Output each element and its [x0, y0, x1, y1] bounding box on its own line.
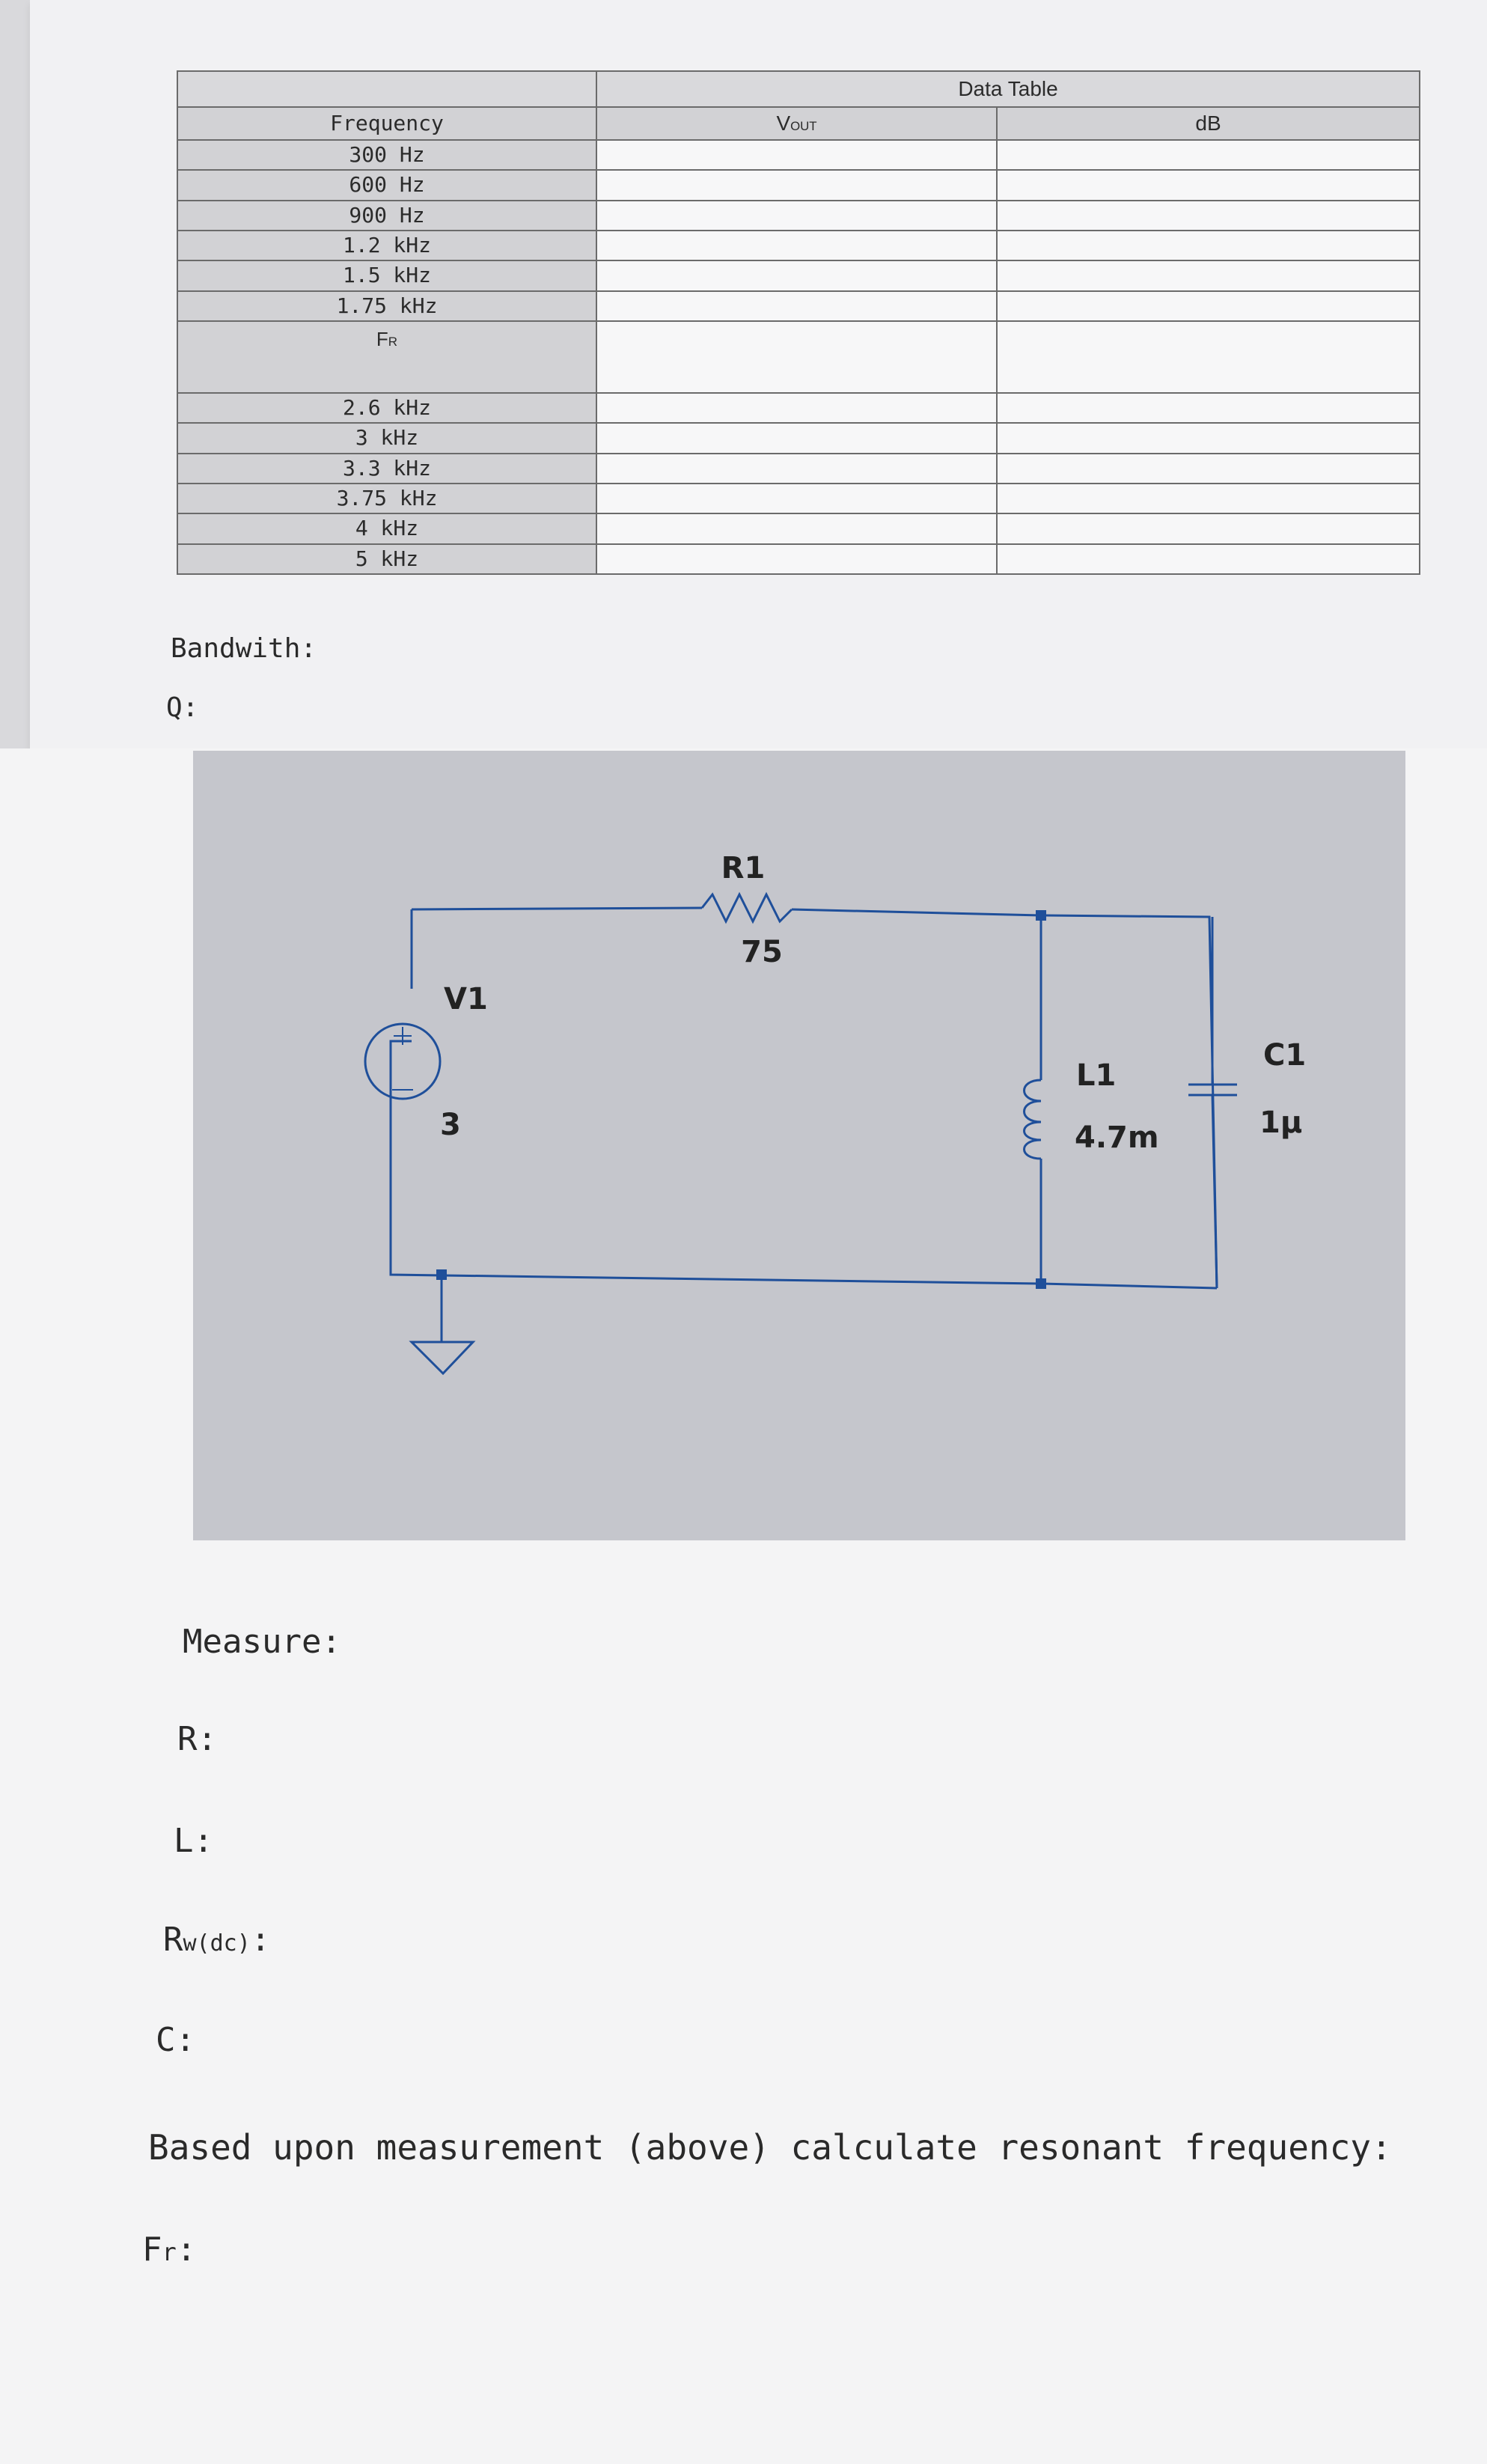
rw-sub: w(dc) [183, 1930, 251, 1957]
db-cell[interactable] [995, 199, 1421, 231]
vout-cell[interactable] [596, 260, 998, 292]
db-cell[interactable] [995, 422, 1421, 454]
l-label: L: [174, 1822, 213, 1860]
fr-label: Fr: [142, 2230, 196, 2269]
r-label: R: [177, 1720, 217, 1758]
ground-icon [409, 1341, 476, 1376]
table-row-frequency: 1.2 kHz [177, 229, 597, 262]
vout-header-sub: OUT [790, 119, 817, 133]
vout-cell[interactable] [596, 229, 998, 262]
vout-cell[interactable] [596, 482, 998, 515]
wire-top-right [791, 908, 1218, 1289]
db-cell[interactable] [995, 290, 1421, 322]
resistor-r1-icon [700, 891, 793, 924]
rw-colon: : [250, 1921, 271, 1959]
circuit-schematic: R1 75 V1 3 L1 4.7m C1 1µ [193, 751, 1405, 1540]
wire-top-left [411, 906, 703, 911]
q-label: Q: [166, 692, 199, 723]
fr-row-sub: R [388, 334, 398, 349]
vout-cell[interactable] [596, 290, 998, 322]
component-labels: R1 75 V1 3 L1 4.7m C1 1µ [440, 851, 1306, 1155]
page-shadow-edge [0, 0, 31, 748]
v1-value: 3 [440, 1108, 461, 1142]
fr-row-main: F [376, 327, 388, 350]
capacitor-c1-icon [1188, 917, 1237, 1289]
polarity-marks [392, 1027, 413, 1091]
table-row-resonant: FR [177, 320, 597, 394]
vout-cell[interactable] [596, 199, 998, 231]
table-caption-blank [177, 70, 597, 108]
frequency-header: Frequency [177, 106, 597, 141]
db-cell[interactable] [995, 452, 1421, 484]
table-row-frequency: 2.6 kHz [177, 391, 597, 424]
db-cell[interactable] [995, 543, 1421, 576]
table-row-frequency: 300 Hz [177, 138, 597, 171]
table-row-frequency: 600 Hz [177, 169, 597, 201]
vout-cell[interactable] [596, 138, 998, 171]
vout-cell[interactable] [596, 391, 998, 424]
c-label: C: [156, 2021, 195, 2059]
c1-name: C1 [1263, 1038, 1306, 1073]
inductor-l1-icon [1023, 1079, 1042, 1160]
vout-cell[interactable] [596, 320, 998, 394]
table-row-frequency: 1.5 kHz [177, 260, 597, 292]
vout-cell[interactable] [596, 543, 998, 576]
vout-cell[interactable] [596, 513, 998, 545]
junction-dot [436, 1269, 447, 1280]
bandwidth-label: Bandwith: [171, 633, 317, 664]
schematic-svg: R1 75 V1 3 L1 4.7m C1 1µ [364, 851, 1306, 1376]
voltage-source-v1-icon [364, 1022, 442, 1100]
db-header: dB [995, 106, 1421, 141]
wire-bottom [389, 1040, 1218, 1290]
db-cell[interactable] [995, 391, 1421, 424]
table-row-frequency: 3.3 kHz [177, 452, 597, 484]
r1-value: 75 [741, 935, 783, 969]
measure-title: Measure: [183, 1623, 341, 1661]
db-cell[interactable] [995, 513, 1421, 545]
l1-value: 4.7m [1075, 1120, 1159, 1155]
vout-cell[interactable] [596, 169, 998, 201]
table-row-frequency: 3.75 kHz [177, 482, 597, 515]
junction-dot [1036, 910, 1046, 921]
db-cell[interactable] [995, 169, 1421, 201]
db-cell[interactable] [995, 482, 1421, 515]
table-row-frequency: 1.75 kHz [177, 290, 597, 322]
db-cell[interactable] [995, 260, 1421, 292]
db-cell[interactable] [995, 320, 1421, 394]
c1-value: 1µ [1259, 1106, 1302, 1140]
r1-name: R1 [721, 851, 766, 885]
db-cell[interactable] [995, 138, 1421, 171]
rw-main: R [163, 1921, 183, 1959]
data-table: Data Table Frequency VOUT dB 300 Hz 600 … [177, 70, 1421, 576]
vout-cell[interactable] [596, 422, 998, 454]
vout-header-main: V [776, 112, 791, 135]
rw-dc-label: Rw(dc): [163, 1921, 270, 1959]
v1-name: V1 [444, 982, 488, 1016]
db-cell[interactable] [995, 229, 1421, 262]
fr-main: F [142, 2230, 162, 2269]
vout-cell[interactable] [596, 452, 998, 484]
table-row-frequency: 5 kHz [177, 543, 597, 576]
table-row-frequency: 900 Hz [177, 199, 597, 231]
fr-sub: r [162, 2238, 177, 2266]
resonant-instruction: Based upon measurement (above) calculate… [148, 2127, 1392, 2168]
fr-colon: : [176, 2230, 197, 2269]
junction-dot [1036, 1278, 1046, 1289]
l1-name: L1 [1076, 1058, 1116, 1093]
table-row-frequency: 4 kHz [177, 513, 597, 545]
table-row-frequency: 3 kHz [177, 422, 597, 454]
table-caption: Data Table [595, 70, 1421, 108]
vout-header: VOUT [596, 106, 998, 141]
